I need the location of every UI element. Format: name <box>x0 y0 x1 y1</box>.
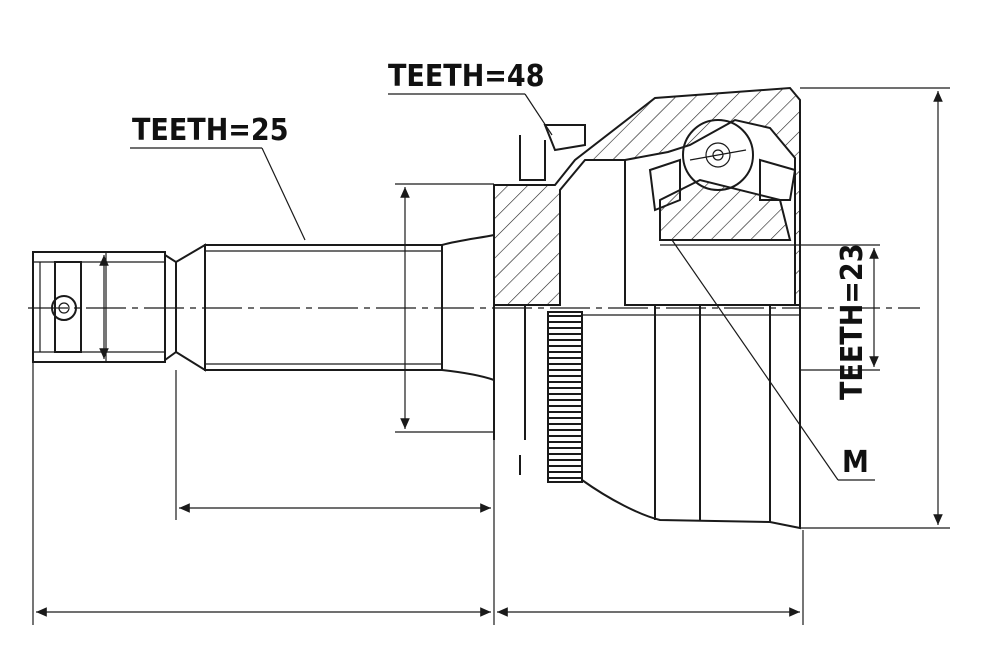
ball <box>682 119 754 191</box>
label-thread: M <box>842 445 869 480</box>
flange <box>493 124 586 475</box>
shaft-taper <box>441 234 495 381</box>
inner-spline-bore <box>660 244 880 306</box>
leaders <box>130 93 875 481</box>
label-teeth-inner-spline: TEETH=23 <box>835 244 870 400</box>
abs-ring <box>547 311 583 483</box>
cage <box>648 158 797 212</box>
bell-housing-section <box>493 86 801 306</box>
label-teeth-spline-shaft: TEETH=25 <box>132 113 288 148</box>
dimensions <box>32 87 950 625</box>
bell-housing-lower <box>581 305 801 530</box>
threaded-end <box>32 251 166 363</box>
label-teeth-abs-ring: TEETH=48 <box>388 59 544 94</box>
